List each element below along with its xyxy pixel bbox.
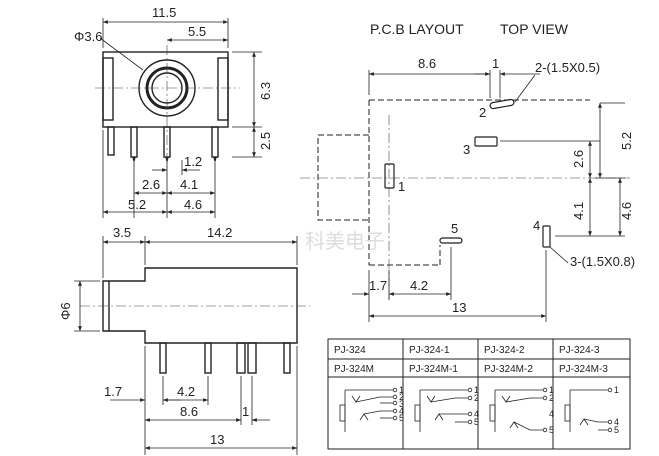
dim-diameter-jack: Φ3.6: [74, 29, 102, 44]
model-variant-4: PJ-324M-3: [559, 364, 608, 375]
pad-label-3: 3: [463, 142, 470, 157]
front-view-centerlines: [95, 45, 240, 170]
pcb-dims: [352, 70, 625, 322]
dim-front-length: 3.5: [113, 225, 131, 240]
dim-pin-spacing-c: 4.1: [180, 177, 198, 192]
dim-width: 11.5: [152, 5, 176, 20]
pad-label-1: 1: [398, 179, 405, 194]
model-variant-2: PJ-324M-1: [409, 364, 458, 375]
schematic-2-pins: 1 2 4 5: [474, 385, 479, 427]
model-header-1: PJ-324: [334, 345, 366, 356]
schematic-1-pin-2: 2: [399, 392, 404, 402]
dim-half-width: 5.5: [188, 24, 206, 39]
models-table: [327, 338, 631, 450]
schematic-1-pin-3: 3: [399, 399, 404, 409]
dim-pcb-v-a: 5.2: [619, 132, 634, 150]
dim-pcb-top-offset: 8.6: [418, 56, 436, 71]
schematic-2-pin-1: 1: [474, 385, 479, 395]
dim-pcb-bottom-b: 4.2: [410, 278, 428, 293]
schematic-4-pin-5: 5: [614, 425, 619, 435]
schematic-2-pin-2: 2: [474, 393, 479, 403]
dim-pcb-bottom-a: 1.7: [369, 278, 387, 293]
dim-pin-c: 8.6: [180, 404, 198, 419]
top-view-title: TOP VIEW: [500, 21, 569, 37]
pcb-labels: 8.6 1 2-(1.5X0.5) 3-(1.5X0.8) 5.2 2.6 4.…: [369, 56, 635, 315]
front-view-dims: [99, 18, 262, 218]
dim-total-length: 13: [210, 432, 224, 447]
dim-pin-b: 4.2: [177, 384, 195, 399]
side-view-dims: [74, 236, 298, 455]
watermark: 科美电子: [305, 229, 385, 253]
pcb-pads: [384, 98, 551, 248]
schematic-4-pins: 1 4 5: [614, 385, 619, 435]
dim-base-right: 4.6: [184, 197, 202, 212]
model-header-3: PJ-324-2: [484, 345, 525, 356]
dim-pin-spacing-b: 2.6: [142, 177, 160, 192]
dim-pcb-v-b: 2.6: [571, 150, 586, 168]
model-header-4: PJ-324-3: [559, 345, 600, 356]
model-header-2: PJ-324-1: [409, 345, 450, 356]
dim-pin-height: 2.5: [258, 132, 273, 150]
models-table-text: PJ-324 PJ-324-1 PJ-324-2 PJ-324-3 PJ-324…: [334, 345, 608, 375]
schematic-3-pin-4: 4: [549, 409, 554, 419]
front-view-labels: 11.5 Φ3.6 5.5 6.3 2.5 1.2 2.6 4.1 5.2 4.…: [74, 5, 273, 212]
side-view: [102, 267, 298, 374]
dim-height: 6.3: [258, 82, 273, 100]
schematic-4: [564, 387, 613, 433]
dim-base-left: 5.2: [128, 197, 146, 212]
schematic-1-pins: 1 2 3 4 5: [399, 385, 404, 423]
schematic-4-pin-1: 1: [614, 385, 619, 395]
dim-pcb-total: 13: [452, 300, 466, 315]
dim-body-length: 14.2: [207, 225, 232, 240]
dim-pin-d: 1: [242, 404, 249, 419]
schematic-1-pin-1: 1: [399, 385, 404, 395]
model-variant-1: PJ-324M: [334, 364, 374, 375]
dim-pcb-top-pin-gap: 1: [492, 56, 499, 71]
front-view: [102, 51, 229, 162]
schematic-3-pin-2: 2: [549, 393, 554, 403]
schematic-3-pin-1: 1: [549, 385, 554, 395]
schematic-3: [489, 387, 548, 433]
pcb-centerlines: [300, 115, 630, 300]
pcb-layout-title: P.C.B LAYOUT: [370, 21, 464, 37]
dim-pcb-v-d: 4.6: [619, 202, 634, 220]
schematic-3-pins: 1 2 4 5: [549, 385, 554, 435]
model-variant-3: PJ-324M-2: [484, 364, 533, 375]
schematic-1-pin-4: 4: [399, 406, 404, 416]
dim-diameter-body: Φ6: [58, 302, 73, 320]
pcb-outline: [317, 99, 590, 266]
schematic-2-pin-5: 5: [474, 417, 479, 427]
schematic-2: [414, 387, 473, 432]
pad-label-4: 4: [533, 218, 540, 233]
pad-label-5: 5: [451, 221, 458, 236]
schematic-2-pin-4: 4: [474, 409, 479, 419]
dim-pcb-v-c: 4.1: [571, 202, 586, 220]
schematic-1: [339, 387, 398, 432]
dim-slot-b: 3-(1.5X0.8): [570, 254, 635, 269]
dim-slot-a: 2-(1.5X0.5): [535, 60, 600, 75]
pad-label-2: 2: [479, 105, 486, 120]
dim-pin-spacing-a: 1.2: [184, 154, 202, 169]
side-view-labels: 3.5 14.2 Φ6 1.7 4.2 8.6 1 13: [58, 225, 249, 447]
schematic-3-pin-5: 5: [549, 425, 554, 435]
schematic-4-pin-4: 4: [614, 417, 619, 427]
schematic-1-pin-5: 5: [399, 413, 404, 423]
dim-pin-a: 1.7: [104, 384, 122, 399]
